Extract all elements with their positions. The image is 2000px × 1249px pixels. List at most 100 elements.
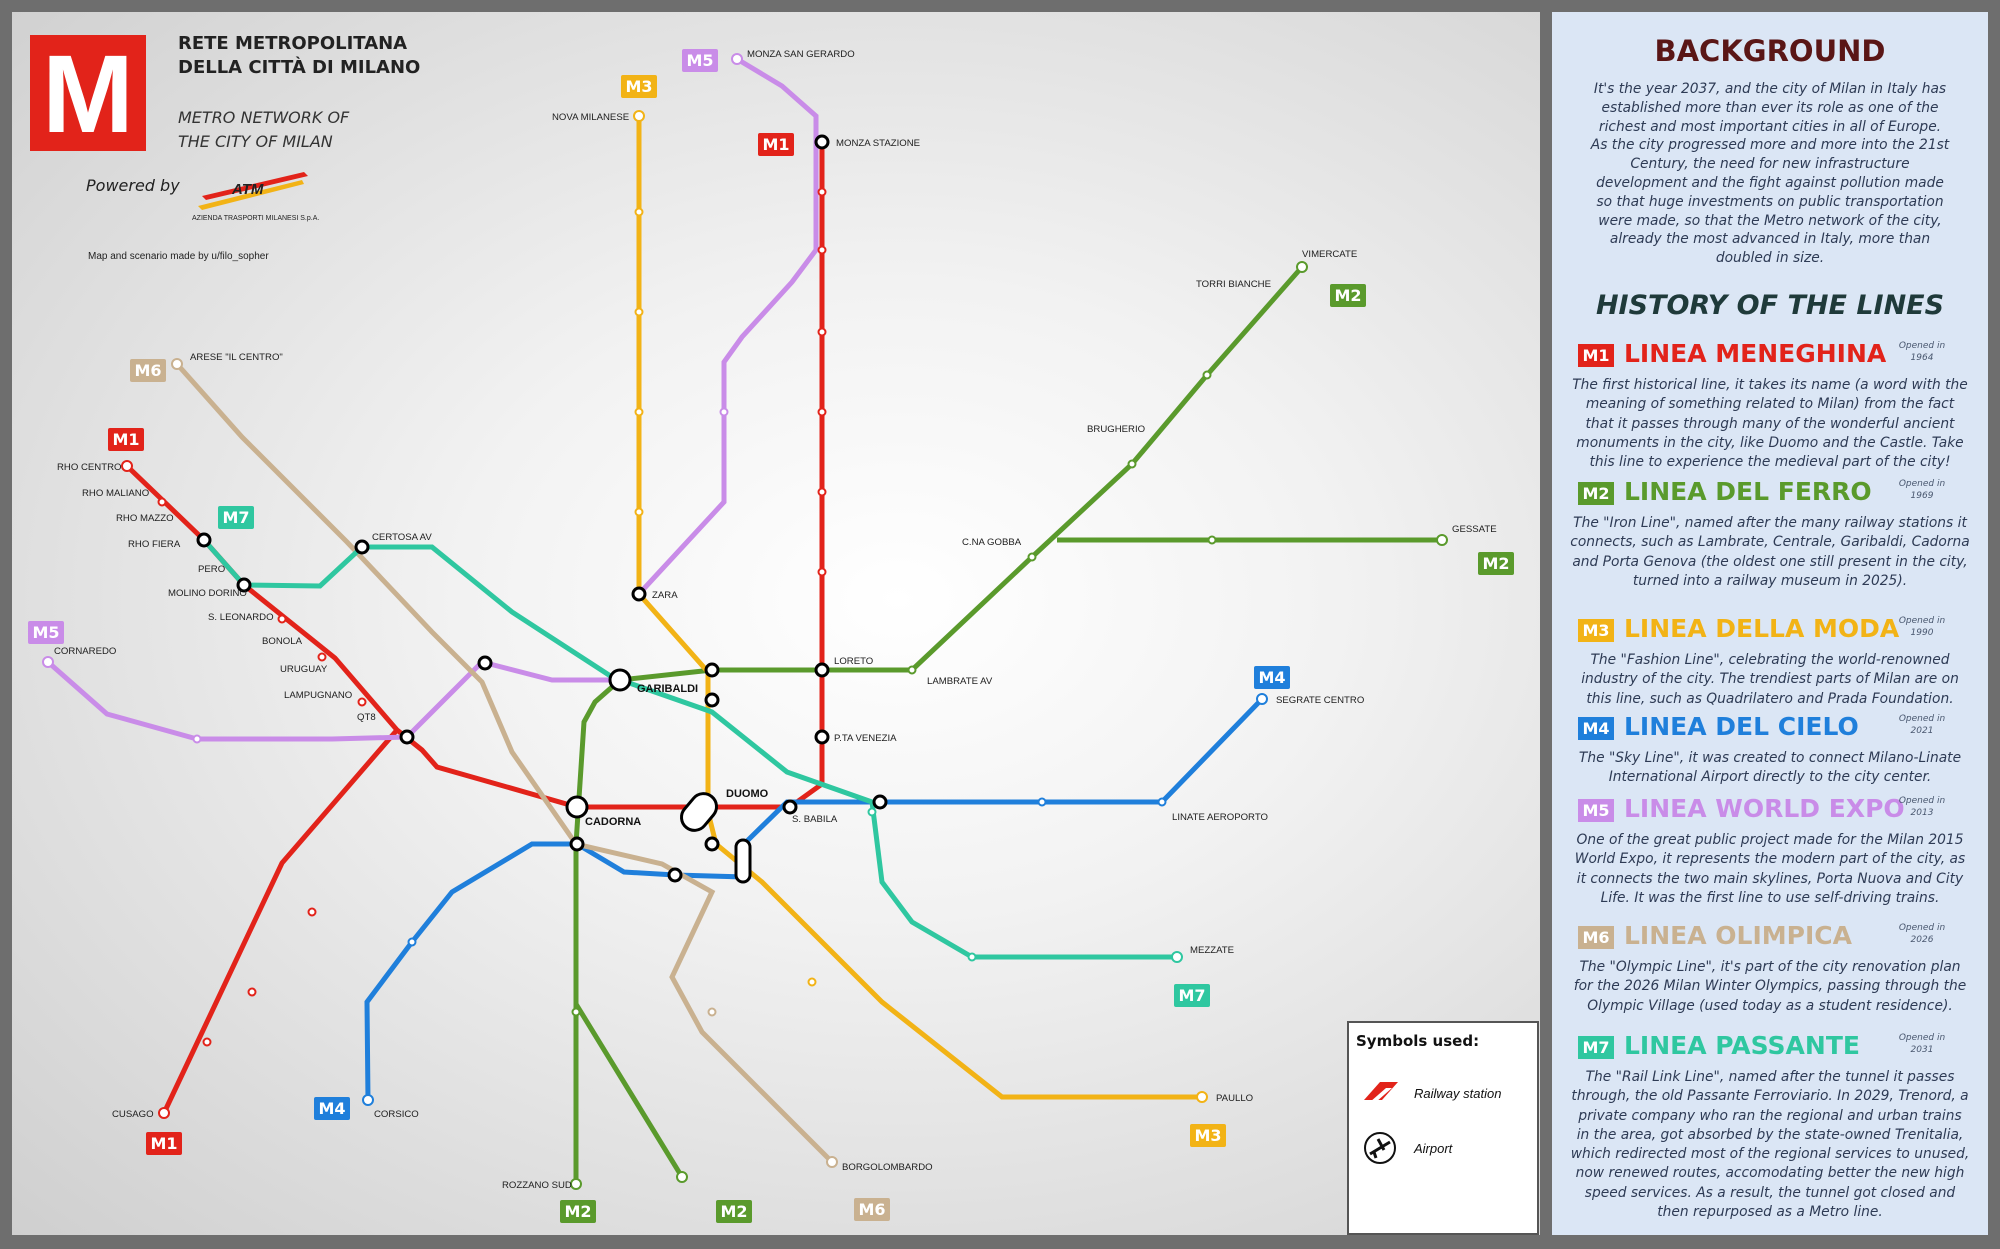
station-label: LAMPUGNANO [284,690,352,701]
history-line-m2: M2 LINEA DEL FERRO Opened in 1969 The "I… [1570,477,1970,630]
line-name: LINEA WORLD EXPO [1624,794,1905,823]
badge-m4-east: M4 [1254,666,1290,689]
station-label: MOLINO DORINO [168,588,247,599]
badge-m3-south: M3 [1190,1124,1226,1147]
svg-text:M1: M1 [150,1134,177,1153]
info-sidebar: BACKGROUND It's the year 2037, and the c… [1552,12,1988,1235]
station-label: CADORNA [585,816,641,828]
station-label: C.NA GOBBA [962,537,1022,548]
line-opened: Opened in 1990 [1898,616,1946,638]
station-label: MONZA SAN GERARDO [747,49,855,60]
map-subtitle-line1: METRO NETWORK OF [178,108,350,127]
station-label: RHO MAZZO [116,513,174,524]
badge-m3-north: M3 [621,75,657,98]
station-label: GARIBALDI [637,683,698,695]
svg-text:M4: M4 [1258,668,1285,687]
line-badge: M2 [1578,482,1614,505]
svg-text:M2: M2 [720,1202,747,1221]
station-label: GESSATE [1452,524,1497,535]
line-opened: Opened in 2021 [1898,714,1946,736]
svg-text:M1: M1 [762,135,789,154]
badge-m2-east: M2 [1330,284,1366,307]
line-m7 [202,538,1177,960]
legend-title: Symbols used: [1356,1032,1479,1050]
legend-label-airport: Airport [1413,1141,1454,1156]
line-badge: M4 [1578,717,1614,740]
station-label: RHO CENTRO [57,462,122,473]
symbols-legend: Symbols used: Railway station Airport [1347,1021,1539,1235]
station-label: P.TA VENEZIA [834,733,897,744]
badge-m1-south: M1 [146,1132,182,1155]
badge-m2-gessate: M2 [1478,552,1514,575]
svg-text:M6: M6 [134,361,161,380]
line-m5 [46,56,819,742]
metro-logo [30,35,146,151]
line-description: The "Sky Line", it was created to connec… [1578,750,1962,786]
station-label: BRUGHERIO [1087,424,1145,435]
powered-by: Powered by [86,176,180,195]
svg-text:M2: M2 [1482,554,1509,573]
history-line-m6: M6 LINEA OLIMPICA Opened in 2026 The "Ol… [1570,921,1970,1074]
interchanges [196,134,888,884]
line-badge: M7 [1578,1036,1614,1059]
history-line-m7: M7 LINEA PASSANTE Opened in 2031 The "Ra… [1570,1031,1970,1220]
badge-m7-east: M7 [1174,984,1210,1007]
station-label: RHO MALIANO [82,488,149,499]
line-opened: Opened in 2013 [1898,796,1946,818]
svg-text:M4: M4 [318,1099,345,1118]
station-label: BORGOLOMBARDO [842,1162,933,1173]
line-m2 [573,265,1442,1184]
badge-m4-west: M4 [314,1097,350,1120]
station-label: LAMBRATE AV [927,676,993,687]
line-badges: M1 M1 M1 M2 M2 M2 M2 M3 M3 M4 M4 M5 M5 M… [28,49,1514,1223]
station-label: DUOMO [726,788,769,800]
airport-icon [1364,1132,1396,1164]
station-label: LORETO [834,656,873,667]
badge-m5-west: M5 [28,621,64,644]
station-label: ARESE "IL CENTRO" [190,352,283,363]
station-label: CERTOSA AV [372,532,432,543]
line-description: The "Rail Link Line", named after the tu… [1570,1069,1970,1221]
line-badge: M1 [1578,344,1614,367]
station-label: MONZA STAZIONE [836,138,920,149]
line-name: LINEA DEL CIELO [1624,712,1859,741]
background-text: It's the year 2037, and the city of Mila… [1590,81,1950,267]
svg-text:M2: M2 [564,1202,591,1221]
metro-map-svg: M RETE METROPOLITANA DELLA CITTÀ DI MILA… [28,33,1539,1235]
line-opened: Opened in 2031 [1898,1033,1946,1055]
station-label: ROZZANO SUD [502,1180,572,1191]
svg-text:M6: M6 [858,1200,885,1219]
line-opened: Opened in 2026 [1898,923,1946,945]
badge-m1-top: M1 [108,428,144,451]
line-name: LINEA PASSANTE [1624,1031,1860,1060]
metro-logo-letter: M [42,33,134,156]
line-opened: Opened in 1964 [1898,341,1946,363]
svg-text:M1: M1 [112,430,139,449]
station-label: S. LEONARDO [208,612,274,623]
line-badge: M6 [1578,926,1614,949]
line-description: The first historical line, it takes its … [1572,377,1968,471]
station-label: CORSICO [374,1109,419,1120]
line-name: LINEA DEL FERRO [1624,477,1872,506]
station-label: S. BABILA [792,814,838,825]
station-labels: RHO CENTRO RHO MALIANO RHO MAZZO RHO FIE… [54,49,1497,1191]
station-label: BONOLA [262,636,303,647]
svg-text:M2: M2 [1334,286,1361,305]
svg-text:M3: M3 [1194,1126,1221,1145]
map-credit: Map and scenario made by u/filo_sopher [88,251,269,262]
station-label: URUGUAY [280,664,328,675]
history-line-m1: M1 LINEA MENEGHINA Opened in 1964 The fi… [1570,339,1970,492]
atm-logo: ATM [198,172,308,210]
line-m3 [636,116,1202,1100]
metro-map: M RETE METROPOLITANA DELLA CITTÀ DI MILA… [12,12,1540,1235]
line-name: LINEA OLIMPICA [1624,921,1852,950]
station-label: LINATE AEROPORTO [1172,812,1268,823]
station-label: MEZZATE [1190,945,1234,956]
svg-text:M7: M7 [222,508,249,527]
badge-m5-north: M5 [682,49,718,72]
line-name: LINEA MENEGHINA [1624,339,1887,368]
atm-tagline: AZIENDA TRASPORTI MILANESI S.p.A. [192,215,319,222]
station-label: VIMERCATE [1302,249,1357,260]
line-description: The "Iron Line", named after the many ra… [1570,515,1970,589]
station-label: RHO FIERA [128,539,181,550]
